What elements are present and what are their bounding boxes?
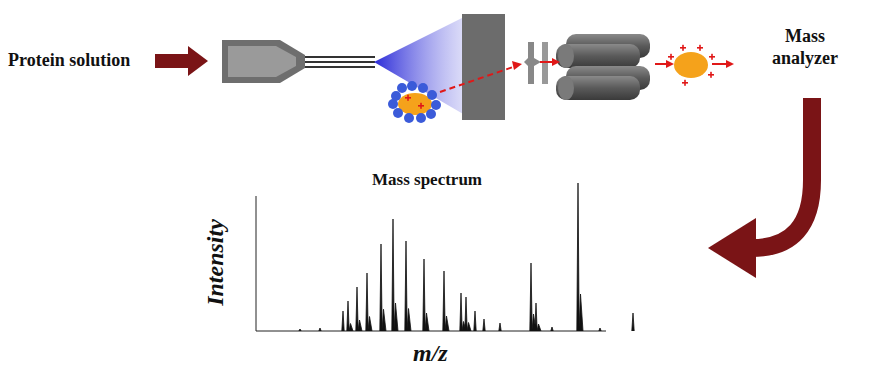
needle-body-inner [228, 46, 296, 77]
needle-body [222, 40, 305, 83]
axis-label: m/z [413, 340, 448, 367]
axis-label: Intensity [202, 219, 229, 306]
quadrupole [556, 34, 650, 100]
curved-arrow-head [708, 218, 756, 278]
capillary [305, 56, 375, 58]
spectrum-axes [256, 196, 606, 331]
input-label: Protein solution [8, 50, 130, 71]
droplet [388, 81, 441, 123]
capillary [305, 61, 375, 63]
skimmer [524, 42, 541, 84]
input-arrow [155, 46, 208, 76]
spectrum-title: Mass spectrum [372, 170, 482, 190]
peak-lines [299, 183, 634, 331]
inlet-block [462, 14, 505, 120]
ion [668, 45, 715, 86]
capillary [305, 66, 375, 68]
analyzer-label: Mass analyzer [760, 26, 850, 69]
spray-plume [374, 14, 470, 118]
curved-arrow [752, 98, 812, 248]
spectrum-peaks [299, 183, 634, 331]
